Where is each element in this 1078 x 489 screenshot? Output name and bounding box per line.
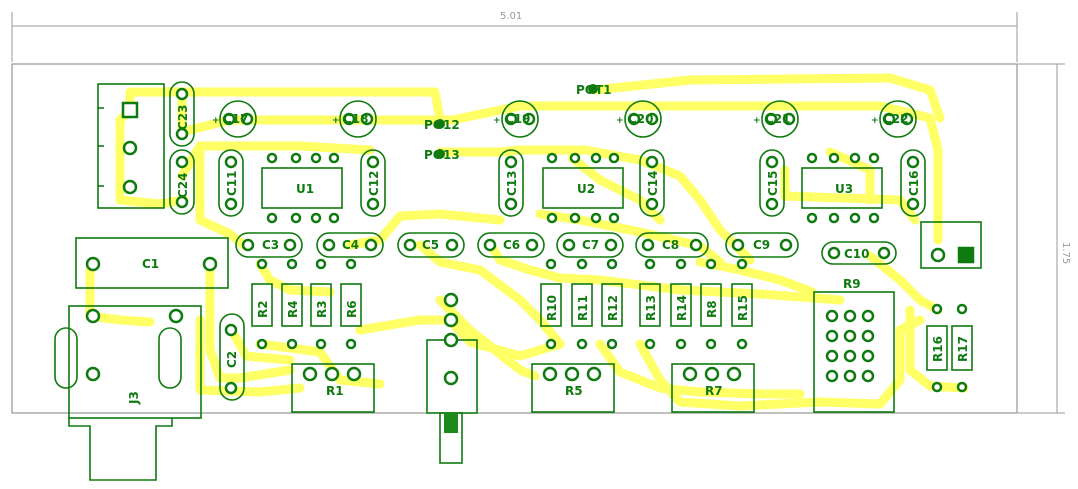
resistor-label-r17: R17 — [956, 336, 970, 362]
cap-label-c4: C4 — [342, 238, 359, 252]
cap-label-c17: C17 — [223, 112, 249, 126]
resistor-label-r13: R13 — [644, 295, 658, 321]
resistor-label-r12: R12 — [606, 295, 620, 321]
cap-label-c2: C2 — [225, 351, 239, 368]
svg-text:+: + — [871, 116, 879, 126]
cap-label-c18: C18 — [343, 112, 369, 126]
component-pads — [85, 87, 968, 395]
svg-text:+: + — [212, 116, 220, 126]
pad-label-pot3: PO13 — [424, 148, 460, 162]
svg-text:+: + — [753, 116, 761, 126]
resistor-label-r15: R15 — [736, 295, 750, 321]
cap-label-c16: C16 — [907, 170, 921, 196]
pad-label-pot2: PO12 — [424, 118, 460, 132]
cap-label-c15: C15 — [766, 170, 780, 196]
resistor-label-r6: R6 — [345, 300, 359, 318]
resistor-label-r4: R4 — [286, 300, 300, 318]
resistor-label-r2: R2 — [256, 300, 270, 318]
cap-label-c8: C8 — [662, 238, 679, 252]
svg-text:+: + — [493, 116, 501, 126]
width-dimension-label: 5.01 — [500, 11, 522, 22]
resistor-label-r9: R9 — [843, 277, 861, 291]
cap-label-c19: C19 — [505, 112, 531, 126]
height-dimension-label: 1.75 — [1060, 242, 1071, 264]
resistor-label-r5: R5 — [565, 384, 583, 398]
cap-label-c22: C22 — [883, 112, 909, 126]
jack-label-j3: J3 — [127, 391, 141, 405]
ic-label-u2: U2 — [577, 182, 595, 196]
cap-label-c14: C14 — [646, 170, 660, 196]
cap-label-c11: C11 — [225, 170, 239, 196]
cap-label-c13: C13 — [505, 170, 519, 196]
cap-label-c5: C5 — [422, 238, 439, 252]
cap-label-c24: C24 — [176, 172, 190, 198]
pad-label-pot1: POT1 — [576, 83, 612, 97]
resistor-label-r16: R16 — [931, 336, 945, 362]
resistor-label-r10: R10 — [545, 295, 559, 321]
cap-label-c7: C7 — [582, 238, 599, 252]
cap-label-c10: C10 — [844, 247, 870, 261]
resistor-label-r1: R1 — [326, 384, 344, 398]
ic-label-u1: U1 — [296, 182, 314, 196]
cap-label-c9: C9 — [753, 238, 770, 252]
svg-text:+: + — [332, 116, 340, 126]
square-pads — [121, 101, 975, 433]
resistor-label-r7: R7 — [705, 384, 723, 398]
cap-label-c21: C21 — [765, 112, 791, 126]
cap-label-c23: C23 — [176, 104, 190, 130]
resistor-label-r8: R8 — [705, 300, 719, 318]
dimension-lines — [11, 12, 1065, 414]
resistor-label-r3: R3 — [315, 300, 329, 318]
svg-text:+: + — [616, 116, 624, 126]
test-point-pads — [435, 84, 598, 159]
ic-label-u3: U3 — [835, 182, 853, 196]
resistor-label-r14: R14 — [675, 295, 689, 321]
resistor-label-r11: R11 — [576, 295, 590, 321]
cap-label-c6: C6 — [503, 238, 520, 252]
copper-traces — [85, 73, 969, 411]
cap-label-c12: C12 — [367, 170, 381, 196]
cap-label-c1: C1 — [142, 257, 159, 271]
cap-label-c3: C3 — [262, 238, 279, 252]
polarity-marks: + + + + + + — [212, 116, 879, 126]
cap-label-c20: C20 — [628, 112, 654, 126]
